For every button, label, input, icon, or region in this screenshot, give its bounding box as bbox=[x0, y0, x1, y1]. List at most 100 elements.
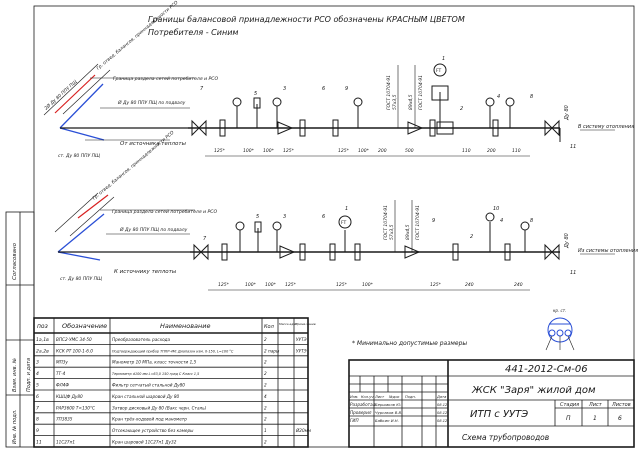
spec-cell: Термометр d100 мм L=63,0 150 град С Клас… bbox=[112, 372, 199, 376]
note-min-dims: * Минимально допустимые размеры bbox=[352, 340, 467, 347]
spec-cell: 1 bbox=[264, 428, 267, 433]
spec-cell: 2 bbox=[264, 371, 267, 376]
side-stamp: Согласовано Взам. инв. № Подп. и дата Ин… bbox=[5, 211, 35, 448]
svg-text:8: 8 bbox=[530, 94, 533, 100]
top-pipe-horiz: Ø Ду 80 ППУ ПЩ по подвалу bbox=[117, 99, 186, 106]
svg-text:125*: 125* bbox=[214, 148, 226, 154]
svg-text:08.12: 08.12 bbox=[437, 411, 448, 415]
svg-text:Наименование: Наименование bbox=[160, 322, 211, 330]
object-name: ЖСК "Заря" жилой дом bbox=[471, 385, 596, 396]
svg-text:125*: 125* bbox=[218, 282, 230, 288]
svg-text:8: 8 bbox=[530, 218, 533, 224]
top-pipe-diag: 2Ø Ду 80 ППУ ПЩ bbox=[43, 78, 79, 111]
svg-text:Лист: Лист bbox=[374, 395, 385, 399]
spec-cell: Отсекающее устройство без камеры bbox=[112, 428, 194, 433]
svg-text:125*: 125* bbox=[430, 282, 442, 288]
svg-text:11: 11 bbox=[570, 144, 576, 150]
svg-text:Проверил: Проверил bbox=[350, 410, 372, 415]
bottom-pipe-size-2: 89х4,5 bbox=[405, 224, 411, 240]
svg-text:125*: 125* bbox=[285, 282, 297, 288]
stamp-replace-inv: Взам. инв. № bbox=[12, 358, 18, 392]
svg-text:Дата: Дата bbox=[436, 395, 446, 399]
sheet-value: 1 bbox=[593, 415, 597, 422]
top-gost-1: ГОСТ 10704-91 bbox=[386, 75, 392, 110]
svg-text:поз: поз bbox=[37, 323, 48, 330]
top-pipe-size-2: 89х4,5 bbox=[408, 94, 414, 110]
spec-cell: МП3у bbox=[56, 360, 68, 365]
spec-cell: 5 bbox=[36, 383, 39, 389]
stamp-inv-original: Инв. № подл. bbox=[12, 410, 18, 445]
stage-value: П bbox=[566, 415, 571, 422]
bottom-gost-1: ГОСТ 10704-91 bbox=[383, 205, 389, 240]
svg-text:5: 5 bbox=[256, 214, 259, 220]
spec-cell: 2 bbox=[264, 417, 267, 422]
svg-text:Кол: Кол bbox=[264, 324, 275, 330]
sheet-title: Схема трубопроводов bbox=[462, 433, 549, 442]
spec-cell: Преобразователь расхода bbox=[112, 337, 171, 342]
spec-cell: Кран шаровой 11С27п1 Ду32 bbox=[112, 440, 177, 445]
spec-cell: УУТЭ bbox=[296, 337, 307, 342]
sensor-label: кр. ст. bbox=[553, 308, 566, 313]
svg-text:7: 7 bbox=[203, 236, 207, 242]
svg-text:110: 110 bbox=[512, 148, 521, 154]
svg-text:125*: 125* bbox=[336, 282, 348, 288]
bottom-to-source: К источнику теплоты bbox=[114, 269, 177, 275]
svg-text:100*: 100* bbox=[358, 148, 370, 154]
bottom-pipe-size-1: 57х3,5 bbox=[389, 224, 395, 240]
spec-table: поз Обозначение Наименование Кол Масса е… bbox=[33, 317, 316, 448]
top-from-source: От источника теплоты bbox=[120, 141, 187, 147]
svg-text:Масса ед.кг: Масса ед.кг bbox=[279, 322, 298, 326]
spec-cell: 2а,2в bbox=[36, 348, 49, 354]
spec-cell: ВПС2-УМС 34-50 bbox=[56, 337, 92, 342]
svg-text:Приме-чание: Приме-чание bbox=[295, 322, 316, 326]
svg-text:200: 200 bbox=[378, 148, 387, 154]
spec-cell: Кран стальной шаровой Ду 80 bbox=[112, 394, 180, 399]
svg-text:2: 2 bbox=[460, 106, 463, 112]
spec-cell: 8 bbox=[36, 417, 39, 423]
spec-cell: Подтверждающий прибор ТППР-4М; Диапазон … bbox=[112, 349, 234, 353]
spec-cell: 7 bbox=[36, 405, 39, 411]
svg-text:FT: FT bbox=[341, 220, 347, 226]
spec-cell: 4 bbox=[264, 394, 267, 399]
spec-cell: 11С27п1 bbox=[56, 440, 75, 445]
svg-text:125*: 125* bbox=[283, 148, 295, 154]
spec-cell: 2 bbox=[264, 440, 267, 445]
svg-text:1: 1 bbox=[442, 56, 445, 62]
svg-text:Стадия: Стадия bbox=[560, 402, 579, 408]
spec-cell: 4 bbox=[36, 371, 39, 377]
title-block: Изм. Кол.уч Лист №док Подп. Дата Разрабо… bbox=[348, 359, 635, 448]
svg-text:Обозначение: Обозначение bbox=[62, 322, 107, 330]
svg-text:9: 9 bbox=[345, 86, 348, 92]
spec-cell: Манометр 10 МПа, класс точности 1,5 bbox=[112, 360, 197, 365]
svg-text:200: 200 bbox=[487, 148, 496, 154]
bottom-right-pipe: Ду 80 bbox=[564, 233, 570, 249]
svg-text:6: 6 bbox=[322, 86, 325, 92]
spec-cell: РАР3600 Т<130°С bbox=[56, 405, 95, 410]
top-gost-2: ГОСТ 10704-91 bbox=[418, 75, 424, 110]
svg-text:100*: 100* bbox=[265, 282, 277, 288]
spec-cell: 2 bbox=[264, 337, 267, 342]
spec-cell: 2 bbox=[264, 360, 267, 365]
spec-cell: ТТ-4 bbox=[56, 371, 66, 376]
drawing-frame bbox=[33, 5, 635, 448]
svg-text:2: 2 bbox=[470, 234, 473, 240]
drawing-code: 441-2012-См-06 bbox=[505, 364, 588, 375]
stamp-sign-date: Подп. и дата bbox=[26, 358, 32, 392]
sheets-value: 6 bbox=[618, 415, 622, 422]
svg-text:1: 1 bbox=[345, 206, 348, 212]
svg-text:6: 6 bbox=[322, 214, 325, 220]
header-line-1: Границы балансовой принадлежности РСО об… bbox=[148, 15, 465, 24]
svg-text:FT: FT bbox=[436, 68, 442, 74]
spec-cell: Ø20мм bbox=[295, 428, 311, 433]
top-pipe-size-1: 57х3,5 bbox=[392, 94, 398, 110]
spec-cell: 11 bbox=[36, 440, 42, 446]
svg-text:3: 3 bbox=[283, 86, 286, 92]
spec-cell: КСК РТ 100-1-6.0 bbox=[56, 348, 93, 353]
svg-text:Чурсаков В.В.: Чурсаков В.В. bbox=[375, 410, 402, 415]
bottom-from-system: Из системы отопления bbox=[578, 248, 638, 254]
svg-text:9: 9 bbox=[432, 218, 435, 224]
spec-cell: КШЦФ Ду80 bbox=[56, 394, 83, 399]
spec-cell: ФЛ4Ф bbox=[56, 383, 69, 388]
